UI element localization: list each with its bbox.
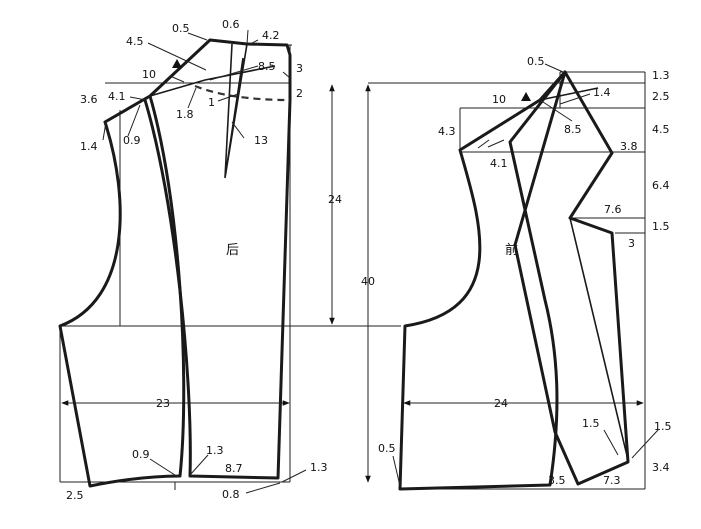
back-label-1-8: 1.8	[176, 108, 194, 121]
back-label-0-8: 0.8	[222, 488, 240, 501]
back-label-8-7: 8.7	[225, 462, 243, 475]
back-label-2-5: 2.5	[66, 489, 84, 502]
front-label-2-5: 2.5	[652, 90, 670, 103]
front-label-1-3: 1.3	[652, 69, 670, 82]
front-notch-triangle	[521, 92, 531, 101]
back-label-13: 13	[254, 134, 268, 147]
back-piece-label: 后	[226, 243, 239, 258]
back-neck-line	[149, 65, 276, 97]
back-label-2: 2	[296, 87, 303, 100]
back-neck-dart	[194, 84, 291, 102]
front-label-24: 24	[494, 397, 508, 410]
front-label-7-3: 7.3	[603, 474, 621, 487]
front-label-3: 3	[628, 237, 635, 250]
front-label-0-5: 0.5	[527, 55, 545, 68]
front-neck-line	[539, 87, 599, 101]
front-label-3-4: 3.4	[652, 461, 670, 474]
front-label-7-6: 7.6	[604, 203, 622, 216]
front-label-3-8: 3.8	[620, 140, 638, 153]
front-label-3-5: 3.5	[548, 474, 566, 487]
back-label-4-2: 4.2	[262, 29, 280, 42]
back-label-4-1: 4.1	[108, 90, 126, 103]
front-label-6-4: 6.4	[652, 179, 670, 192]
front-piece-label: 前	[505, 242, 518, 258]
front-side-panel-outline	[513, 70, 630, 486]
back-label-1-3-b: 1.3	[310, 461, 328, 474]
back-label-0-6: 0.6	[222, 18, 240, 31]
front-leaders	[392, 63, 659, 487]
back-label-1: 1	[208, 96, 215, 109]
front-inner-dart	[569, 217, 629, 461]
back-label-0-9-bottom: 0.9	[132, 448, 150, 461]
back-label-0-9-top: 0.9	[123, 134, 141, 147]
back-label-3-6: 3.6	[80, 93, 98, 106]
front-label-4-5: 4.5	[652, 123, 670, 136]
front-piece: 前 0.5 1.3 10 1.4 2.5 8.5 4.3 4.5 4.1 3.8…	[368, 55, 672, 491]
back-label-4-5: 4.5	[126, 35, 144, 48]
front-label-10: 10	[492, 93, 506, 106]
back-label-1-4: 1.4	[80, 140, 98, 153]
front-main-outline	[398, 70, 567, 491]
back-notch-triangle	[172, 59, 182, 68]
back-label-24: 24	[328, 193, 342, 206]
front-label-1-5-b: 1.5	[654, 420, 672, 433]
back-label-0-5: 0.5	[172, 22, 190, 35]
front-label-1-4: 1.4	[593, 86, 611, 99]
back-center-panel-outline	[143, 42, 292, 480]
front-label-4-3: 4.3	[438, 125, 456, 138]
front-label-4-1: 4.1	[490, 157, 508, 170]
back-label-10: 10	[142, 68, 156, 81]
back-label-3: 3	[296, 62, 303, 75]
back-side-panel-outline	[58, 38, 249, 488]
back-label-40: 40	[361, 275, 375, 288]
front-label-8-5: 8.5	[564, 123, 582, 136]
front-label-1-5-a: 1.5	[582, 417, 600, 430]
back-label-1-3-a: 1.3	[206, 444, 224, 457]
front-label-1-5-side: 1.5	[652, 220, 670, 233]
back-dart	[224, 43, 248, 179]
front-label-0-5-bottom: 0.5	[378, 442, 396, 455]
back-piece: 后 0.5 0.6 4.2 4.5 8.5 3 10 2 3.6 4.1 1.8…	[58, 18, 401, 502]
back-leaders	[102, 29, 307, 494]
back-label-8-5: 8.5	[258, 60, 276, 73]
back-label-23: 23	[156, 397, 170, 410]
